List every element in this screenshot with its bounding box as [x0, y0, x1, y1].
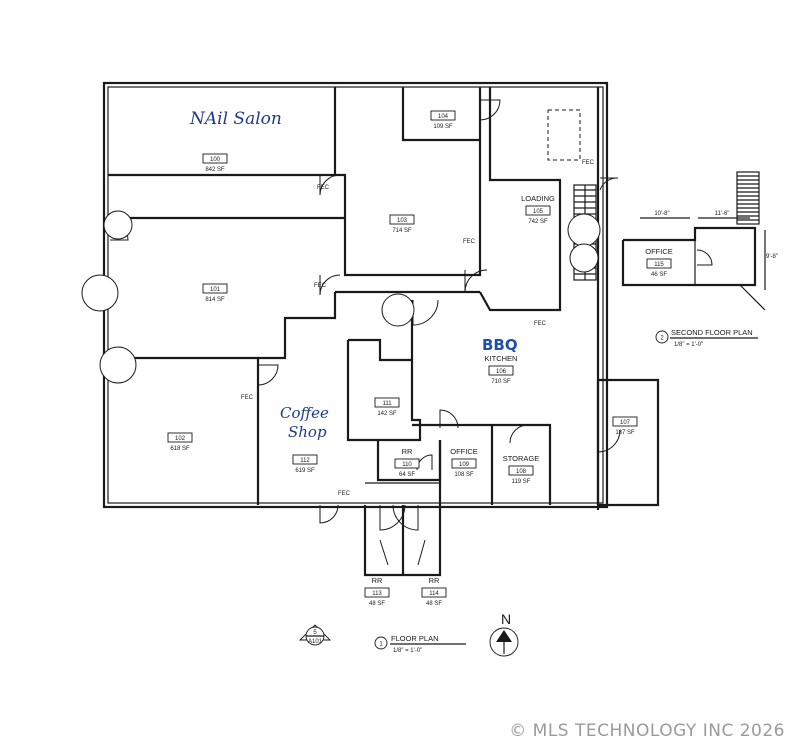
- room-tag-104: 104 109 SF: [430, 110, 456, 130]
- room-number: 106: [496, 369, 507, 375]
- room-tag-114: RR 114 48 SF: [421, 576, 447, 607]
- dashed-area: [547, 109, 581, 161]
- north-arrow: N: [489, 611, 519, 657]
- room-tag-112: 112 619 SF: [292, 454, 318, 474]
- room-tag-105: LOADING 105 742 SF: [521, 194, 555, 225]
- exterior-walls: [102, 81, 660, 577]
- doors: [109, 99, 621, 566]
- room-number: 112: [300, 458, 310, 464]
- room-tag-101: 101 814 SF: [202, 283, 228, 303]
- svg-text:1/8" = 1'-0": 1/8" = 1'-0": [393, 648, 422, 654]
- svg-text:FLOOR PLAN: FLOOR PLAN: [391, 634, 439, 643]
- fec-label: FEC: [314, 283, 327, 289]
- room-number: 103: [397, 218, 408, 224]
- room-area: 187 SF: [615, 430, 635, 436]
- room-number: 107: [620, 420, 631, 426]
- room-number: 105: [533, 209, 544, 215]
- room-tag-106: KITCHEN 106 710 SF: [485, 354, 518, 385]
- room-number: 100: [210, 157, 221, 163]
- fec-label: FEC: [241, 395, 254, 401]
- room-area: 48 SF: [369, 601, 385, 607]
- room-tag-111: 111 142 SF: [374, 397, 400, 417]
- room-number: 108: [516, 469, 527, 475]
- trees: [81, 210, 601, 384]
- room-area: 142 SF: [377, 411, 397, 417]
- room-name: RR: [372, 576, 383, 585]
- svg-text:1/8" = 1'-0": 1/8" = 1'-0": [674, 342, 703, 348]
- room-number: 109: [459, 462, 470, 468]
- fec-label: FEC: [582, 160, 595, 166]
- fec-label: FEC: [317, 185, 330, 191]
- room-tag-113: RR 113 48 SF: [364, 576, 390, 607]
- room-name: OFFICE: [450, 447, 478, 456]
- room-name: STORAGE: [503, 454, 540, 463]
- copyright-watermark: © MLS TECHNOLOGY INC 2026: [509, 721, 785, 741]
- room-name: KITCHEN: [485, 354, 518, 363]
- fec-label: FEC: [338, 491, 351, 497]
- room-tag-108: STORAGE 108 119 SF: [503, 454, 540, 485]
- room-number: 110: [402, 462, 412, 468]
- room-area: 108 SF: [454, 472, 474, 478]
- room-name: OFFICE: [645, 247, 673, 256]
- room-tag-102: 102 618 SF: [167, 432, 193, 452]
- room-number: 102: [175, 436, 186, 442]
- room-number: 113: [372, 591, 382, 597]
- room-area: 714 SF: [392, 228, 412, 234]
- svg-text:A101: A101: [308, 639, 323, 645]
- svg-text:SECOND FLOOR PLAN: SECOND FLOOR PLAN: [671, 328, 753, 337]
- dim-3: 9'-8": [766, 254, 778, 260]
- room-area: 710 SF: [491, 379, 511, 385]
- room-tag-103: 103 714 SF: [389, 214, 415, 234]
- svg-text:5: 5: [313, 630, 317, 636]
- room-tag-115: OFFICE 115 46 SF: [645, 247, 673, 278]
- room-tag-100: 100 842 SF: [202, 153, 228, 173]
- section-reference: 5 A101: [298, 624, 332, 646]
- room-number: 111: [382, 401, 392, 407]
- room-area: 814 SF: [205, 297, 225, 303]
- room-name: RR: [402, 447, 413, 456]
- svg-text:1: 1: [379, 642, 383, 648]
- note-nail-salon: NAil Salon: [189, 109, 282, 129]
- room-name: RR: [429, 576, 440, 585]
- room-area: 619 SF: [295, 468, 315, 474]
- note-shop: Shop: [288, 423, 327, 441]
- room-area: 119 SF: [512, 479, 531, 485]
- svg-text:N: N: [501, 611, 511, 627]
- fec-label: FEC: [534, 321, 547, 327]
- handwritten-notes: NAil Salon Coffee Shop BBQ: [189, 109, 518, 441]
- dim-2: 11'-6": [715, 211, 730, 217]
- room-tag-109: OFFICE 109 108 SF: [450, 447, 478, 478]
- room-number: 101: [210, 287, 221, 293]
- room-area: 109 SF: [433, 124, 453, 130]
- svg-text:2: 2: [660, 336, 664, 342]
- room-name: LOADING: [521, 194, 555, 203]
- room-area: 842 SF: [205, 167, 225, 173]
- note-coffee: Coffee: [280, 404, 329, 422]
- interior-walls: [108, 87, 600, 575]
- fec-label: FEC: [463, 239, 476, 245]
- dim-1: 10'-8": [654, 211, 669, 217]
- room-area: 742 SF: [528, 219, 548, 225]
- room-area: 618 SF: [170, 446, 190, 452]
- room-tag-107: 107 187 SF: [612, 416, 638, 436]
- floor-plan-title: 1 FLOOR PLAN 1/8" = 1'-0": [374, 634, 466, 654]
- room-tag-110: RR 110 64 SF: [394, 447, 420, 478]
- room-number: 114: [429, 591, 439, 597]
- room-area: 46 SF: [651, 272, 667, 278]
- second-floor-title: 2 SECOND FLOOR PLAN 1/8" = 1'-0": [655, 328, 758, 348]
- room-area: 64 SF: [399, 472, 415, 478]
- second-floor-plan: 10'-8" 11'-6" 9'-8": [621, 171, 778, 311]
- room-number: 104: [438, 114, 449, 120]
- room-number: 115: [654, 262, 664, 268]
- note-bbq: BBQ: [482, 336, 518, 354]
- room-area: 48 SF: [426, 601, 442, 607]
